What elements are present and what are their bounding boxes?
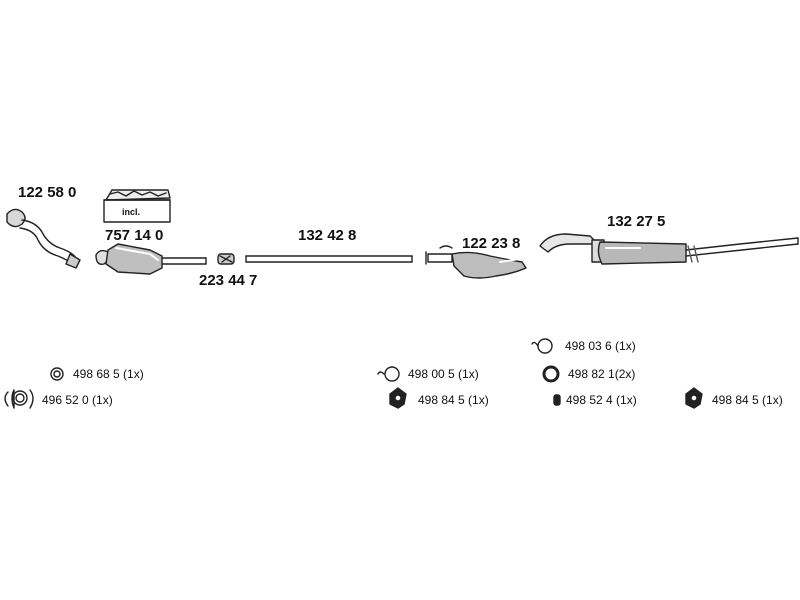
accessory-ring-a: 498 68 5 (1x) — [73, 367, 144, 381]
accessory-hanger-b: 498 84 5 (1x) — [712, 393, 783, 407]
center-silencer-drawing — [425, 245, 527, 279]
accessory-ring-b: 498 00 5 (1x) — [408, 367, 479, 381]
kit-box-drawing — [103, 189, 171, 223]
front-pipe-drawing — [6, 208, 81, 269]
rear-silencer-drawing — [539, 233, 799, 265]
part-number-connector: 223 44 7 — [199, 272, 258, 289]
accessory-ring-c: 498 03 6 (1x) — [565, 339, 636, 353]
part-number-catalytic-converter: 757 14 0 — [105, 227, 164, 244]
accessory-ring-d: 498 82 1(2x) — [568, 367, 636, 381]
middle-pipe-drawing — [245, 255, 413, 263]
kit-incl-label: incl. — [122, 207, 141, 217]
part-number-center-silencer: 122 23 8 — [462, 235, 521, 252]
ring-icon — [50, 367, 64, 381]
part-number-front-pipe: 122 58 0 — [18, 184, 77, 201]
accessory-hanger-a: 498 84 5 (1x) — [418, 393, 489, 407]
part-number-rear-silencer: 132 27 5 — [607, 213, 666, 230]
part-number-middle-pipe: 132 42 8 — [298, 227, 357, 244]
connector-drawing — [217, 253, 235, 265]
accessory-icons — [4, 338, 703, 409]
accessory-clamp: 496 52 0 (1x) — [42, 393, 113, 407]
catalytic-converter-drawing — [95, 243, 207, 275]
ring-inner — [53, 370, 61, 378]
accessory-rubber: 498 52 4 (1x) — [566, 393, 637, 407]
